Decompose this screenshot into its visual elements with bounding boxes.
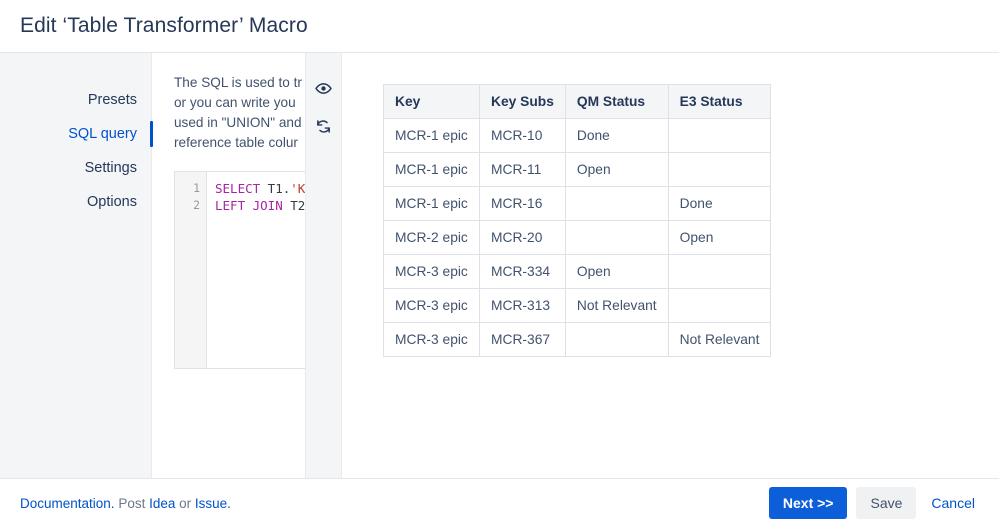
sql-identifier: T1. xyxy=(260,181,291,196)
cell-e3-status: Not Relevant xyxy=(667,322,772,357)
sidebar-item-presets[interactable]: Presets xyxy=(0,83,151,117)
sidebar-item-label: Options xyxy=(87,194,137,210)
sidebar-item-label: Settings xyxy=(84,160,137,176)
cell-key-subs: MCR-334 xyxy=(479,254,566,289)
table-row: MCR-3 epic MCR-313 Not Relevant xyxy=(383,288,772,323)
sql-description: The SQL is used to tr or you can write y… xyxy=(174,73,305,153)
line-number-gutter: 1 2 xyxy=(175,172,207,368)
table-row: MCR-3 epic MCR-334 Open xyxy=(383,254,772,289)
code-text-area[interactable]: SELECT T1.'K LEFT JOIN T2 xyxy=(207,172,305,368)
cell-e3-status xyxy=(667,118,772,153)
cell-key: MCR-3 epic xyxy=(383,322,480,357)
sql-code-editor[interactable]: 1 2 SELECT T1.'K LEFT JOIN T2 xyxy=(174,171,305,369)
sql-identifier: T2 xyxy=(282,198,305,213)
line-number: 1 xyxy=(193,181,200,195)
cell-e3-status xyxy=(667,152,772,187)
editor-toolbar-strip xyxy=(305,53,342,478)
sql-string: 'K xyxy=(290,181,305,196)
column-header-e3-status[interactable]: E3 Status xyxy=(667,84,772,119)
sql-keyword: LEFT JOIN xyxy=(215,198,283,213)
dialog-header: Edit ‘Table Transformer’ Macro xyxy=(0,0,999,53)
code-line: LEFT JOIN T2 xyxy=(215,197,305,214)
table-row: MCR-3 epic MCR-367 Not Relevant xyxy=(383,322,772,357)
cell-e3-status xyxy=(667,254,772,289)
sql-keyword: SELECT xyxy=(215,181,261,196)
result-table: Key Key Subs QM Status E3 Status MCR-1 e… xyxy=(383,84,772,357)
table-row: MCR-1 epic MCR-10 Done xyxy=(383,118,772,153)
dialog-body: Presets SQL query Settings Options The S… xyxy=(0,53,999,479)
sidebar-item-options[interactable]: Options xyxy=(0,185,151,219)
cell-qm-status xyxy=(564,220,669,255)
footer-links: Documentation. Post Idea or Issue. xyxy=(20,496,231,511)
table-row: MCR-2 epic MCR-20 Open xyxy=(383,220,772,255)
sql-editor-panel: The SQL is used to tr or you can write y… xyxy=(152,53,305,478)
cell-qm-status: Done xyxy=(564,118,669,153)
column-header-key[interactable]: Key xyxy=(383,84,480,119)
sidebar-item-sql-query[interactable]: SQL query xyxy=(0,117,153,151)
sidebar-tabs: Presets SQL query Settings Options xyxy=(0,53,153,478)
cell-qm-status: Open xyxy=(564,152,669,187)
cell-key-subs: MCR-20 xyxy=(479,220,566,255)
page-title: Edit ‘Table Transformer’ Macro xyxy=(20,14,308,37)
cell-qm-status xyxy=(564,186,669,221)
eye-icon[interactable] xyxy=(311,75,337,101)
table-row: MCR-1 epic MCR-16 Done xyxy=(383,186,772,221)
cell-key: MCR-1 epic xyxy=(383,186,480,221)
cell-key: MCR-3 epic xyxy=(383,254,480,289)
post-label: Post xyxy=(114,495,150,511)
idea-link[interactable]: Idea xyxy=(149,495,176,511)
code-line: SELECT T1.'K xyxy=(215,180,305,197)
documentation-link[interactable]: Documentation. xyxy=(20,495,115,511)
sidebar-item-label: SQL query xyxy=(68,126,137,142)
cell-qm-status: Not Relevant xyxy=(564,288,669,323)
save-button[interactable]: Save xyxy=(856,487,917,519)
table-row: MCR-1 epic MCR-11 Open xyxy=(383,152,772,187)
cell-key-subs: MCR-16 xyxy=(479,186,566,221)
cell-e3-status: Done xyxy=(667,186,772,221)
cell-key-subs: MCR-10 xyxy=(479,118,566,153)
issue-link[interactable]: Issue. xyxy=(194,495,231,511)
dialog-footer: Documentation. Post Idea or Issue. Next … xyxy=(0,479,999,527)
table-header-row: Key Key Subs QM Status E3 Status xyxy=(383,84,772,119)
cell-key-subs: MCR-367 xyxy=(479,322,566,357)
column-header-key-subs[interactable]: Key Subs xyxy=(479,84,566,119)
cell-key: MCR-3 epic xyxy=(383,288,480,323)
preview-panel: Key Key Subs QM Status E3 Status MCR-1 e… xyxy=(342,53,999,478)
sql-description-line: used in "UNION" and xyxy=(174,115,302,130)
cell-qm-status: Open xyxy=(564,254,669,289)
footer-buttons: Next >> Save Cancel xyxy=(768,487,981,519)
sql-description-line: The SQL is used to tr xyxy=(174,75,302,90)
cell-key: MCR-1 epic xyxy=(383,152,480,187)
cell-key-subs: MCR-313 xyxy=(479,288,566,323)
sql-description-line: or you can write you xyxy=(174,95,296,110)
column-header-qm-status[interactable]: QM Status xyxy=(564,84,669,119)
cell-e3-status xyxy=(667,288,772,323)
sql-description-line: reference table colur xyxy=(174,135,298,150)
line-number: 2 xyxy=(193,198,200,212)
or-label: or xyxy=(175,495,195,511)
sidebar-item-settings[interactable]: Settings xyxy=(0,151,151,185)
cell-key: MCR-2 epic xyxy=(383,220,480,255)
cancel-button[interactable]: Cancel xyxy=(925,487,981,519)
refresh-icon[interactable] xyxy=(311,113,337,139)
cell-key: MCR-1 epic xyxy=(383,118,480,153)
sidebar-item-label: Presets xyxy=(87,92,137,108)
cell-e3-status: Open xyxy=(667,220,772,255)
cell-key-subs: MCR-11 xyxy=(479,152,566,187)
next-button[interactable]: Next >> xyxy=(768,487,848,519)
cell-qm-status xyxy=(564,322,669,357)
